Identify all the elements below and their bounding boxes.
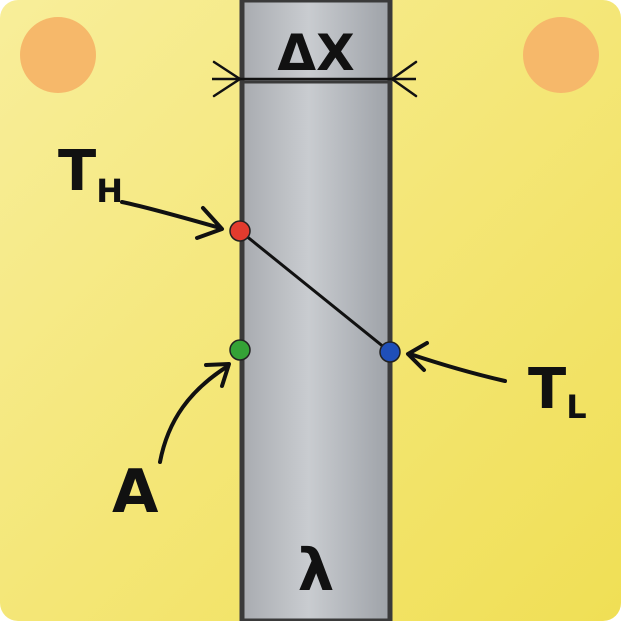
temperature-gradient-line xyxy=(239,229,391,354)
hot-temp-label-sub: H xyxy=(96,172,123,210)
wall-slab xyxy=(239,0,393,621)
cold-temp-label: TL xyxy=(528,357,587,426)
cold-temp-label-main: T xyxy=(528,357,566,422)
cold-temp-arrow-head xyxy=(406,341,429,372)
cold-temperature-point xyxy=(379,341,401,363)
thickness-arrow-left xyxy=(212,60,242,98)
thickness-arrow-right xyxy=(390,60,418,98)
area-point xyxy=(229,339,251,361)
hot-temp-label: TH xyxy=(58,139,123,210)
corner-dot-top-right xyxy=(523,17,599,93)
cold-temp-label-sub: L xyxy=(566,388,586,426)
hot-temp-arrow-shaft xyxy=(120,200,222,230)
corner-dot-top-left xyxy=(20,17,96,93)
conductivity-label: λ xyxy=(298,536,335,604)
cold-temp-arrow-shaft xyxy=(408,352,507,383)
hot-temp-arrow-head xyxy=(195,206,224,240)
hot-temp-label-main: T xyxy=(58,139,96,204)
area-label: A xyxy=(112,457,159,527)
area-arrow-shaft xyxy=(158,364,230,464)
area-arrow-head xyxy=(204,362,231,388)
thickness-dimension xyxy=(212,60,418,98)
thickness-label: ΔX xyxy=(277,24,354,82)
hot-temperature-point xyxy=(229,220,251,242)
